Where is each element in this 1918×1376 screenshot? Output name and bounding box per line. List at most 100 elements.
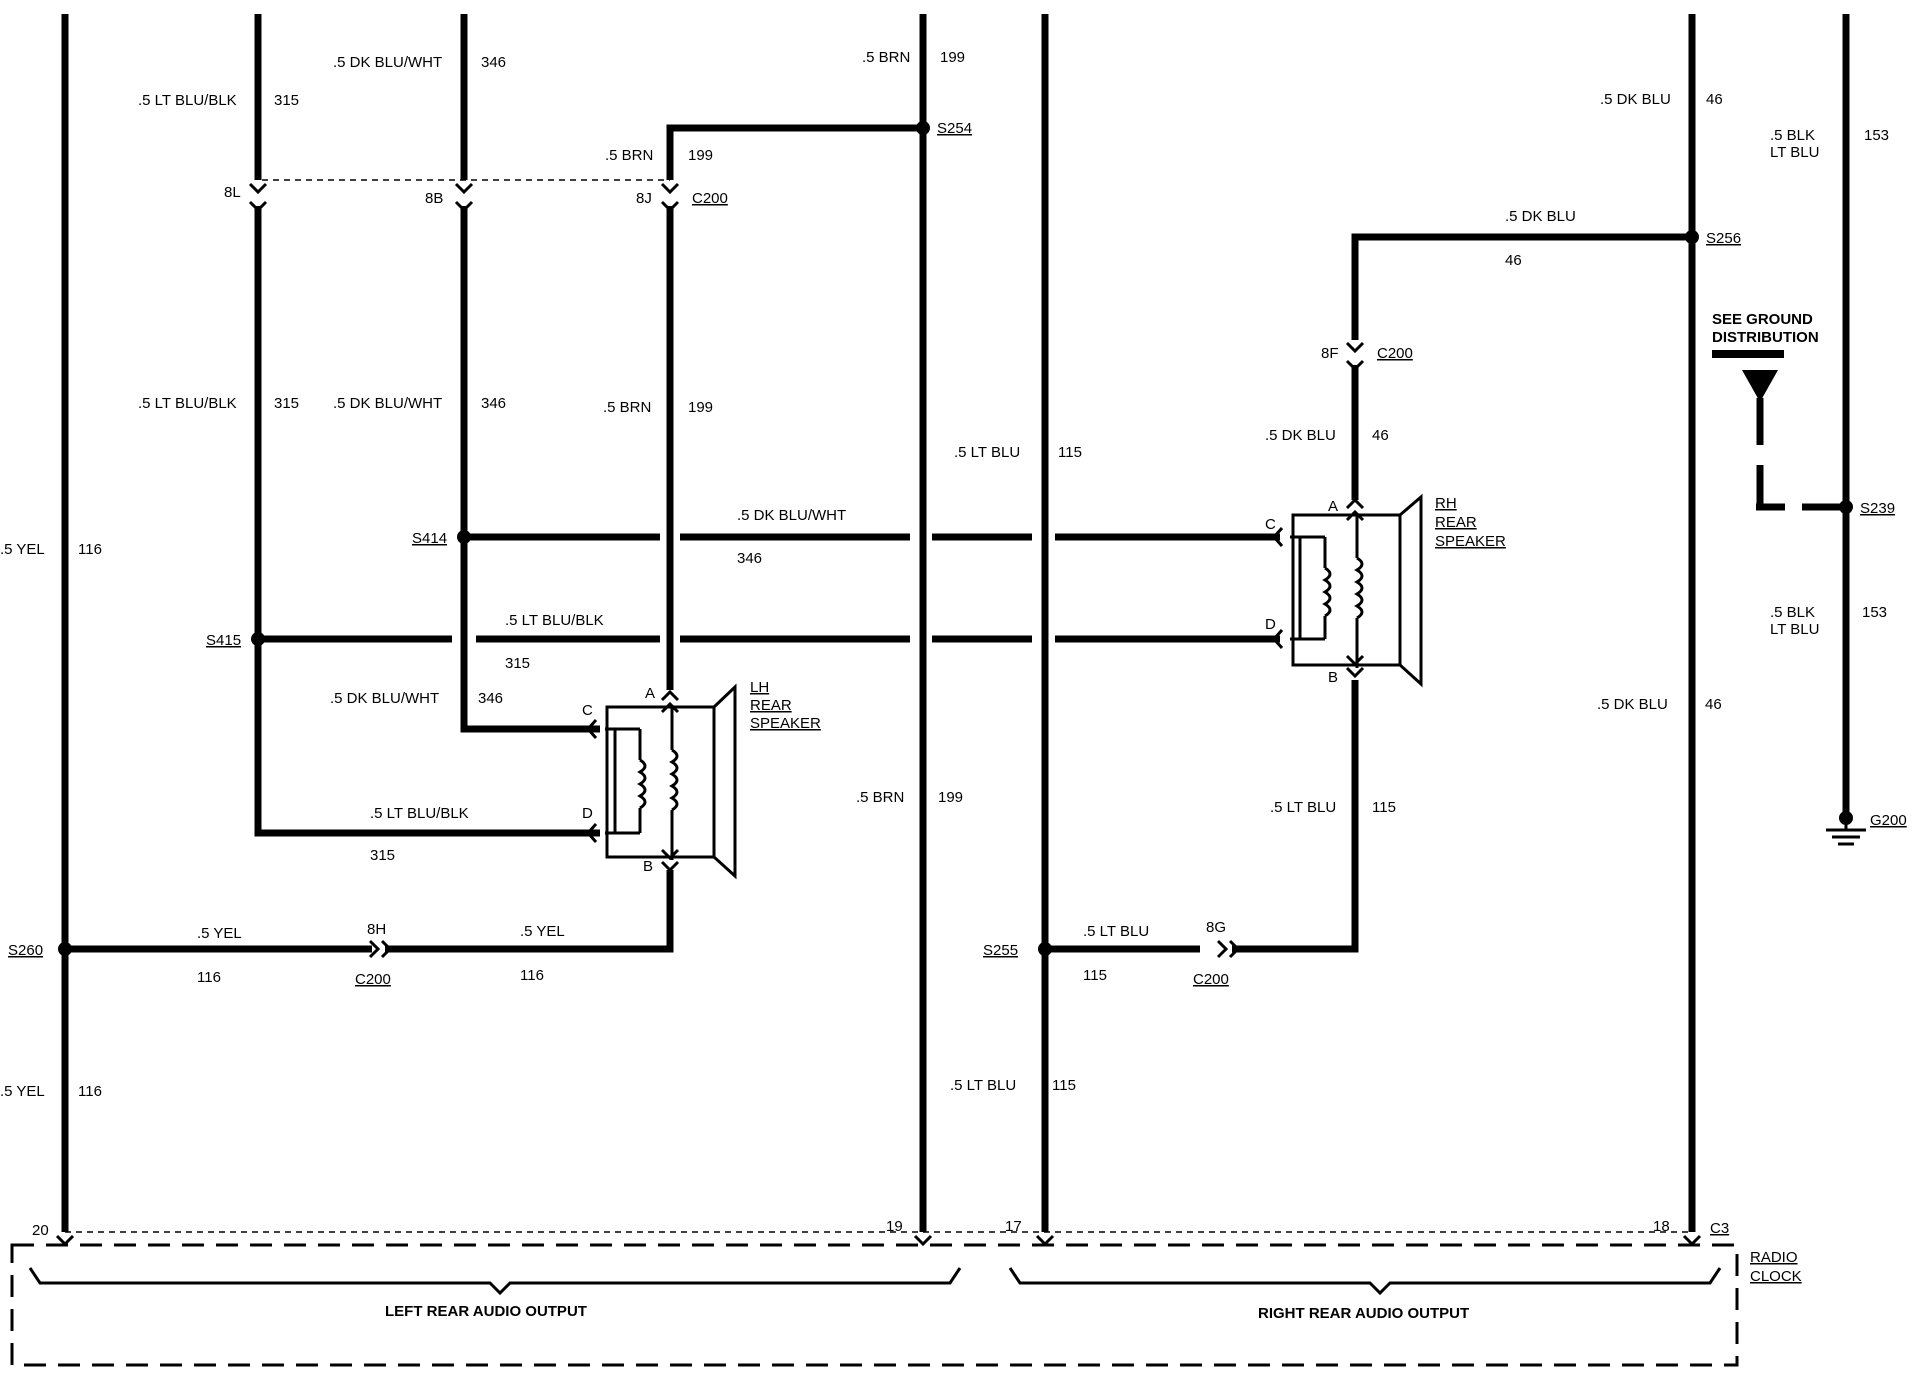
connector-c200-8j: C200	[692, 190, 728, 207]
rh-pin-b: B	[1328, 669, 1338, 686]
label-ltblu-h-num: 115	[1083, 967, 1107, 984]
right-output-bracket	[1008, 1267, 1722, 1296]
label-dkbluwht-h1-num: 346	[737, 550, 762, 567]
ground-reference-icon	[1742, 370, 1778, 410]
label-yel-upper-num: 116	[78, 541, 102, 558]
ground-note-line1: SEE GROUND	[1712, 311, 1813, 328]
label-brn-h-num: 199	[688, 147, 713, 164]
label-yel-h1-num: 116	[197, 969, 221, 986]
wire-yel-116-horizontal-right	[385, 870, 674, 953]
lh-pin-d: D	[582, 805, 593, 822]
label-dkblu-low: .5 DK BLU	[1597, 696, 1668, 713]
splice-s239-dot	[1839, 500, 1853, 514]
label-blkltblu-top-1: .5 BLK	[1770, 127, 1815, 144]
label-ltblu-upper: .5 LT BLU	[954, 444, 1020, 461]
splice-s239: S239	[1860, 500, 1895, 517]
connector-c200-8h: C200	[355, 971, 391, 988]
label-brn-top: .5 BRN	[862, 49, 910, 66]
label-ltblu-upper-num: 115	[1058, 444, 1082, 461]
label-dkbluwht-mid-num: 346	[481, 395, 506, 412]
connector-c200-8g: C200	[1193, 971, 1229, 988]
label-dkblu-h: .5 DK BLU	[1505, 208, 1576, 225]
connector-c3: C3	[1710, 1220, 1729, 1237]
obscured-text-mark	[1712, 350, 1784, 358]
label-brn-low: .5 BRN	[856, 789, 904, 806]
label-yel-upper: .5 YEL	[0, 541, 45, 558]
radio-label-line2: CLOCK	[1750, 1268, 1802, 1285]
label-dkblu-mid: .5 DK BLU	[1265, 427, 1336, 444]
splice-s256-dot	[1685, 230, 1699, 244]
label-dkblu-mid-num: 46	[1372, 427, 1389, 444]
pin-8l: 8L	[224, 184, 241, 201]
splice-s255-dot	[1038, 942, 1052, 956]
label-ltblublk-h1: .5 LT BLU/BLK	[505, 612, 604, 629]
label-blkltblu-low-2: LT BLU	[1770, 621, 1819, 638]
label-ltblu-lower: .5 LT BLU	[950, 1077, 1016, 1094]
rh-pin-c: C	[1265, 516, 1276, 533]
wire-dkblu-46-to-rh	[1351, 233, 1692, 340]
wire-ltblu-blk-315-lower	[254, 206, 600, 837]
label-brn-h: .5 BRN	[605, 147, 653, 164]
rh-pin-d: D	[1265, 616, 1276, 633]
label-dkbluwht-h1: .5 DK BLU/WHT	[737, 507, 846, 524]
label-dkblu-top: .5 DK BLU	[1600, 91, 1671, 108]
ground-icon	[1826, 811, 1866, 846]
label-dkbluwht-mid: .5 DK BLU/WHT	[333, 395, 442, 412]
label-ltblublk-mid: .5 LT BLU/BLK	[138, 395, 237, 412]
pin-8j: 8J	[636, 190, 652, 207]
pin-8g: 8G	[1206, 919, 1226, 936]
ground-dashed-wire	[1756, 405, 1846, 511]
wire-labels: .5 YEL 116 .5 YEL 116 .5 YEL 116 .5 YEL …	[0, 49, 1889, 1100]
pin-8f: 8F	[1321, 345, 1339, 362]
label-dkblu-low-num: 46	[1705, 696, 1722, 713]
label-blkltblu-low-num: 153	[1862, 604, 1887, 621]
splice-s254-dot	[916, 121, 930, 135]
ground-note-line2: DISTRIBUTION	[1712, 329, 1819, 346]
splice-s415: S415	[206, 632, 241, 649]
right-rear-audio-output: RIGHT REAR AUDIO OUTPUT	[1258, 1305, 1469, 1322]
label-dkbluwht-top-num: 346	[481, 54, 506, 71]
label-ltblublk-h2-num: 315	[370, 847, 395, 864]
splice-s414-dot	[457, 530, 471, 544]
radio-label-line1: RADIO	[1750, 1249, 1798, 1266]
label-brn-low-num: 199	[938, 789, 963, 806]
rh-speaker-line1: RH	[1435, 495, 1457, 512]
rh-speaker-labels: RH REAR SPEAKER A B C D	[1265, 495, 1506, 686]
radio-clock-labels: RADIO CLOCK LEFT REAR AUDIO OUTPUT RIGHT…	[385, 1249, 1802, 1322]
label-brn-top-num: 199	[940, 49, 965, 66]
label-ltblu-rh-num: 115	[1372, 799, 1396, 816]
label-yel-lower: .5 YEL	[0, 1083, 45, 1100]
pin-18: 18	[1653, 1218, 1670, 1235]
splice-s256: S256	[1706, 230, 1741, 247]
label-dkblu-h-num: 46	[1505, 252, 1522, 269]
main-wires	[61, 14, 1850, 1232]
label-dkblu-top-num: 46	[1706, 91, 1723, 108]
label-ltblublk-mid-num: 315	[274, 395, 299, 412]
label-ltblublk-top: .5 LT BLU/BLK	[138, 92, 237, 109]
lh-speaker-icon	[585, 683, 737, 880]
lh-speaker-line3: SPEAKER	[750, 715, 821, 732]
pin-20: 20	[32, 1222, 49, 1239]
label-ltblublk-top-num: 315	[274, 92, 299, 109]
pin-19: 19	[886, 1218, 903, 1235]
label-dkbluwht-low: .5 DK BLU/WHT	[330, 690, 439, 707]
label-dkbluwht-low-num: 346	[478, 690, 503, 707]
splice-s414: S414	[412, 530, 447, 547]
left-rear-audio-output: LEFT REAR AUDIO OUTPUT	[385, 1303, 587, 1320]
ground-note: SEE GROUND DISTRIBUTION	[1712, 311, 1819, 358]
wire-dkblu-wht-346-lower	[460, 206, 600, 733]
pin-8h: 8H	[367, 921, 386, 938]
radio-clock-box	[10, 1243, 1739, 1367]
lh-pin-c: C	[582, 702, 593, 719]
label-brn-mid: .5 BRN	[603, 399, 651, 416]
label-blkltblu-top-2: LT BLU	[1770, 144, 1819, 161]
pin-17: 17	[1005, 1218, 1022, 1235]
left-output-bracket	[28, 1267, 962, 1296]
connector-labels: 8L 8B 8J C200 8F C200 8H C200 8G C200 20…	[32, 184, 1729, 1239]
connector-chevrons	[55, 182, 1702, 1247]
label-ltblu-lower-num: 115	[1052, 1077, 1076, 1094]
lh-pin-a: A	[645, 685, 655, 702]
label-yel-lower-num: 116	[78, 1083, 102, 1100]
rh-speaker-line3: SPEAKER	[1435, 533, 1506, 550]
